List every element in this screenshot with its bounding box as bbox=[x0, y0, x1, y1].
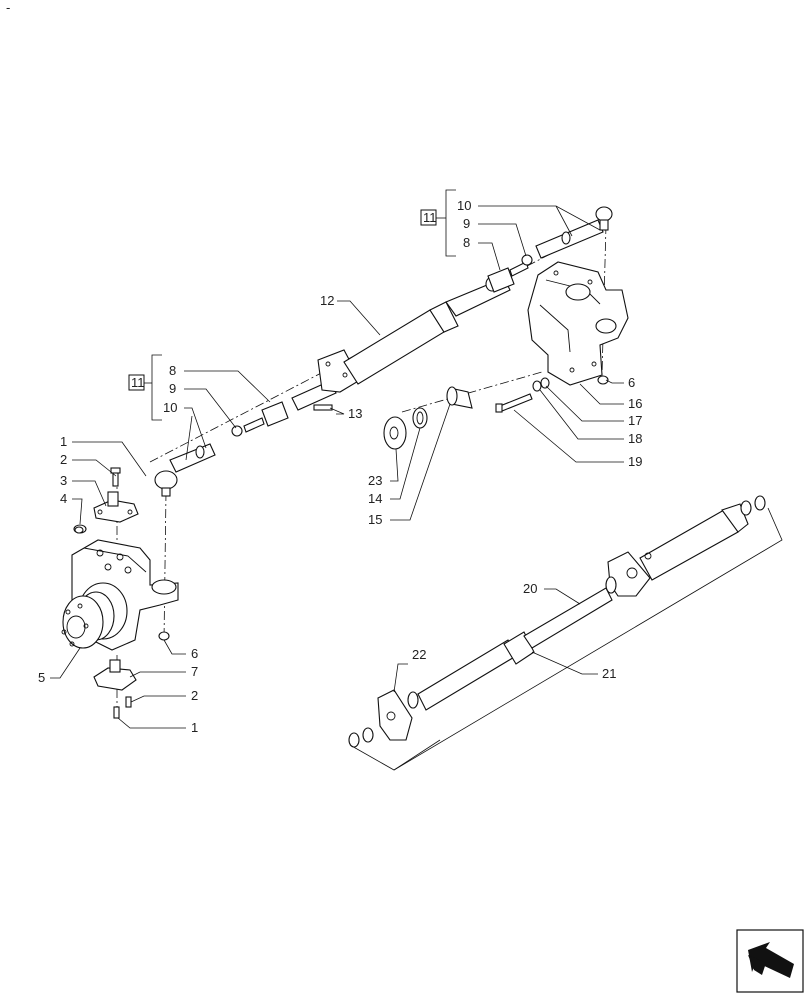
corner-mark: - bbox=[6, 0, 10, 15]
callout-8-left: 8 bbox=[169, 363, 176, 378]
next-page-arrow-icon[interactable] bbox=[736, 929, 804, 993]
callout-15: 15 bbox=[368, 512, 382, 527]
bush-washer-23 bbox=[383, 416, 407, 450]
snap-rings-lower bbox=[348, 495, 766, 748]
callout-2-lower: 2 bbox=[191, 688, 198, 703]
kit-bracket-right: 11 bbox=[420, 189, 456, 257]
spacer-ring-14 bbox=[412, 407, 428, 429]
end-flange-22 bbox=[377, 689, 413, 741]
callout-17: 17 bbox=[628, 413, 642, 428]
tie-rod-end-right bbox=[535, 206, 613, 259]
callout-14: 14 bbox=[368, 491, 382, 506]
callout-9-right: 9 bbox=[463, 216, 470, 231]
lower-king-pin-cap bbox=[93, 659, 137, 719]
cap-bolt-upper bbox=[110, 467, 121, 487]
washer-stack-right bbox=[532, 377, 550, 392]
callout-20: 20 bbox=[523, 581, 537, 596]
kit-label-left: 11 bbox=[131, 375, 145, 390]
callout-2-upper: 2 bbox=[60, 452, 67, 467]
callout-22: 22 bbox=[412, 647, 426, 662]
callout-18: 18 bbox=[628, 431, 642, 446]
ball-joint-nut-right bbox=[597, 375, 609, 385]
long-bolt-19 bbox=[495, 393, 533, 413]
callout-8-right: 8 bbox=[463, 235, 470, 250]
tie-rod-end-left bbox=[154, 443, 216, 497]
rod-end-right bbox=[487, 261, 529, 293]
threaded-adapter-left bbox=[243, 401, 289, 433]
callout-7: 7 bbox=[191, 664, 198, 679]
callout-16: 16 bbox=[628, 396, 642, 411]
bleed-screw bbox=[313, 404, 333, 411]
steering-knuckle-left bbox=[61, 539, 179, 651]
upper-king-pin-cap bbox=[93, 491, 139, 523]
callout-13: 13 bbox=[348, 406, 362, 421]
callout-6-left: 6 bbox=[191, 646, 198, 661]
callout-6-right: 6 bbox=[628, 375, 635, 390]
callout-labels: 1 2 3 4 5 6 7 2 1 8 9 10 12 13 23 14 15 … bbox=[38, 198, 642, 735]
jam-nut-right bbox=[521, 254, 533, 266]
callout-3: 3 bbox=[60, 473, 67, 488]
leader-lines bbox=[50, 205, 783, 771]
shaft-tube-20 bbox=[417, 587, 613, 711]
cylinder-housing-21 bbox=[607, 503, 749, 597]
callout-1-upper: 1 bbox=[60, 434, 67, 449]
callout-9-left: 9 bbox=[169, 381, 176, 396]
kit-label-right: 11 bbox=[423, 210, 437, 225]
callout-1-lower: 1 bbox=[191, 720, 198, 735]
callout-5: 5 bbox=[38, 670, 45, 685]
callout-4: 4 bbox=[60, 491, 67, 506]
kit-bracket-left: 11 bbox=[128, 354, 162, 421]
ball-joint-nut-left bbox=[158, 631, 170, 641]
callout-23: 23 bbox=[368, 473, 382, 488]
callout-21: 21 bbox=[602, 666, 616, 681]
callout-19: 19 bbox=[628, 454, 642, 469]
callout-10-left: 10 bbox=[163, 400, 177, 415]
callout-12: 12 bbox=[320, 293, 334, 308]
jam-nut-left bbox=[231, 425, 243, 437]
steering-knuckle-right bbox=[527, 261, 629, 386]
seal-ring-4 bbox=[74, 526, 84, 534]
callout-10-right: 10 bbox=[457, 198, 471, 213]
bushing-15 bbox=[446, 386, 473, 409]
